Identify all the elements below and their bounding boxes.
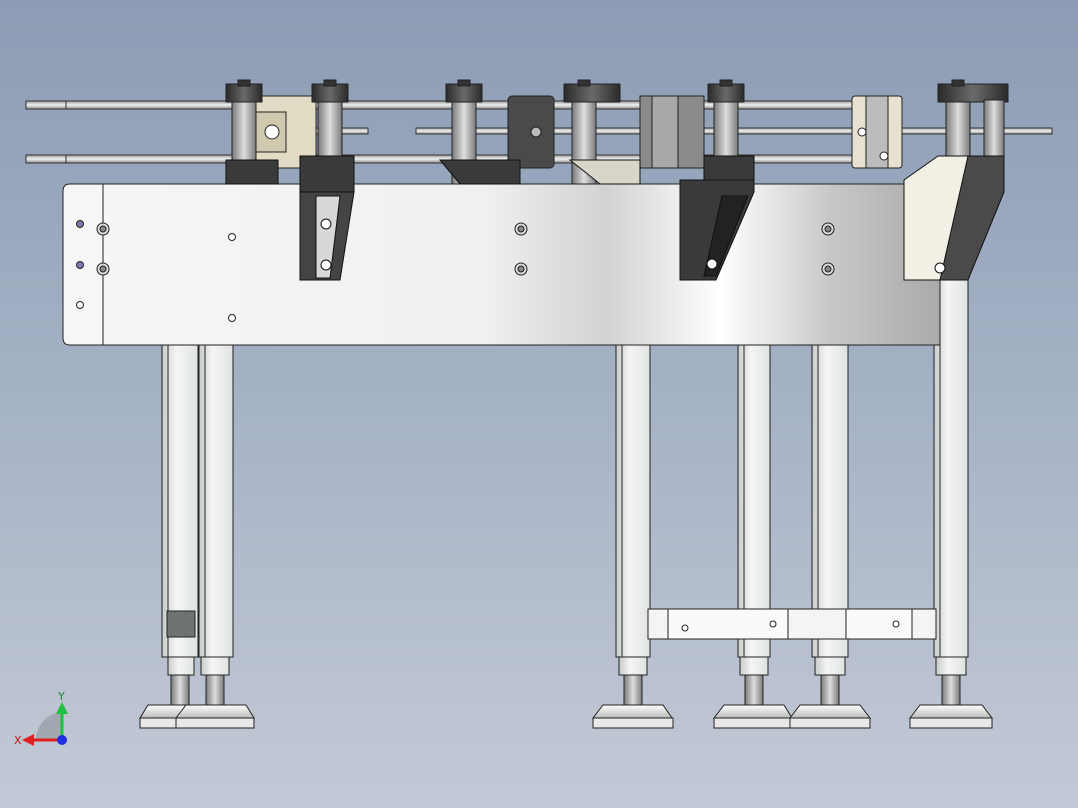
leg-right-2 [737, 344, 771, 658]
x-axis-label: X [14, 734, 22, 747]
foot [591, 656, 674, 729]
guide-bracket-right [903, 155, 1005, 281]
guide-bracket-center [679, 155, 755, 281]
guide-bracket-mid [438, 159, 641, 185]
y-axis-label: Y [57, 690, 65, 703]
foot [788, 656, 872, 729]
foot [174, 656, 255, 729]
side-plate [62, 183, 941, 346]
leg-left-1 [161, 344, 199, 658]
coordinate-triad: Y X [14, 690, 68, 747]
leg-end-cap [166, 610, 196, 638]
leg-left-2 [198, 344, 234, 658]
foot [712, 656, 793, 729]
guide-bracket-left [225, 155, 355, 281]
leveling-feet [139, 656, 994, 729]
foot [908, 656, 994, 729]
leg-right-1 [615, 344, 651, 658]
legs [161, 279, 969, 658]
brackets [225, 155, 1005, 281]
